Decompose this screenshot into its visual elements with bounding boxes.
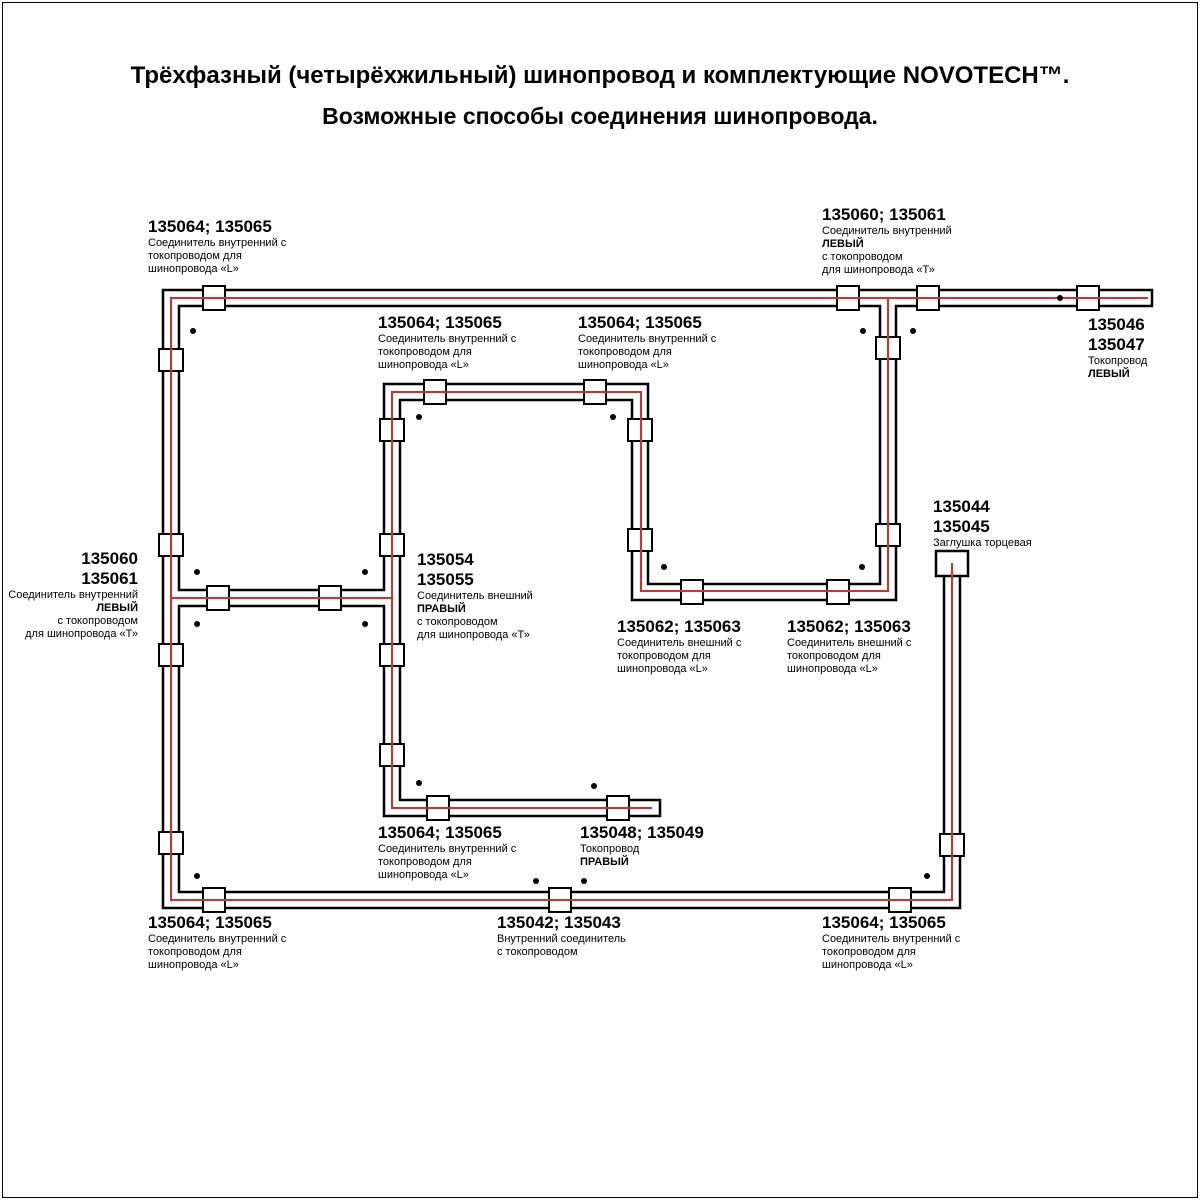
page-title: Трёхфазный (четырёхжильный) шинопровод и… [0,62,1200,130]
part-number: 135045 [933,517,990,536]
part-numbers: 135064; 135065 [578,313,702,332]
label-outer-connector-T-right: 135054 135055 Соединитель внешний ПРАВЫЙ… [417,550,533,641]
part-number: 135061 [81,569,138,588]
label-power-feed-left: 135046 135047 Токопровод ЛЕВЫЙ [1088,315,1148,380]
label-inner-connector-L-bottom-inner: 135064; 135065 Соединитель внутренний с … [378,823,517,881]
part-number: 135046 [1088,315,1145,334]
label-inner-connector-L-top-left: 135064; 135065 Соединитель внутренний с … [148,217,287,275]
label-inner-connector-L-inner-top-right: 135064; 135065 Соединитель внутренний с … [578,313,717,371]
part-numbers: 135064; 135065 [378,823,502,842]
label-straight-connector: 135042; 135043 Внутренний соединитель с … [497,913,626,958]
label-outer-connector-L-mid-right: 135062; 135063 Соединитель внешний с ток… [787,617,912,675]
part-numbers: 135064; 135065 [822,913,946,932]
title-line-1: Трёхфазный (четырёхжильный) шинопровод и… [130,62,1070,89]
part-numbers: 135064; 135065 [378,313,502,332]
part-numbers: 135064; 135065 [148,217,272,236]
part-number: 135060 [81,549,138,568]
part-number: 135044 [933,497,990,516]
part-numbers: 135060; 135061 [822,205,946,224]
part-numbers: 135042; 135043 [497,913,621,932]
label-power-feed-right: 135048; 135049 Токопровод ПРАВЫЙ [580,823,704,868]
part-numbers: 135062; 135063 [617,617,741,636]
part-number: 135047 [1088,335,1145,354]
label-inner-connector-L-bottom-right: 135064; 135065 Соединитель внутренний с … [822,913,961,971]
part-numbers: 135062; 135063 [787,617,911,636]
label-inner-connector-T-left-top: 135060; 135061 Соединитель внутренний ЛЕ… [822,205,952,276]
part-number: 135054 [417,550,474,569]
connector-boxes [158,285,1100,913]
label-end-cap: 135044 135045 Заглушка торцевая [933,497,1032,549]
screw-dots [190,295,1063,884]
label-inner-connector-L-inner-top-left: 135064; 135065 Соединитель внутренний с … [378,313,517,371]
part-numbers: 135048; 135049 [580,823,704,842]
conductor-lines [170,297,1148,901]
label-inner-connector-L-bottom-left: 135064; 135065 Соединитель внутренний с … [148,913,287,971]
label-inner-connector-T-left-side: 135060 135061 Соединитель внутренний ЛЕВ… [8,549,138,640]
label-outer-connector-L-mid-left: 135062; 135063 Соединитель внешний с ток… [617,617,742,675]
title-line-2: Возможные способы соединения шинопровода… [322,103,878,129]
part-numbers: 135064; 135065 [148,913,272,932]
part-number: 135055 [417,570,474,589]
